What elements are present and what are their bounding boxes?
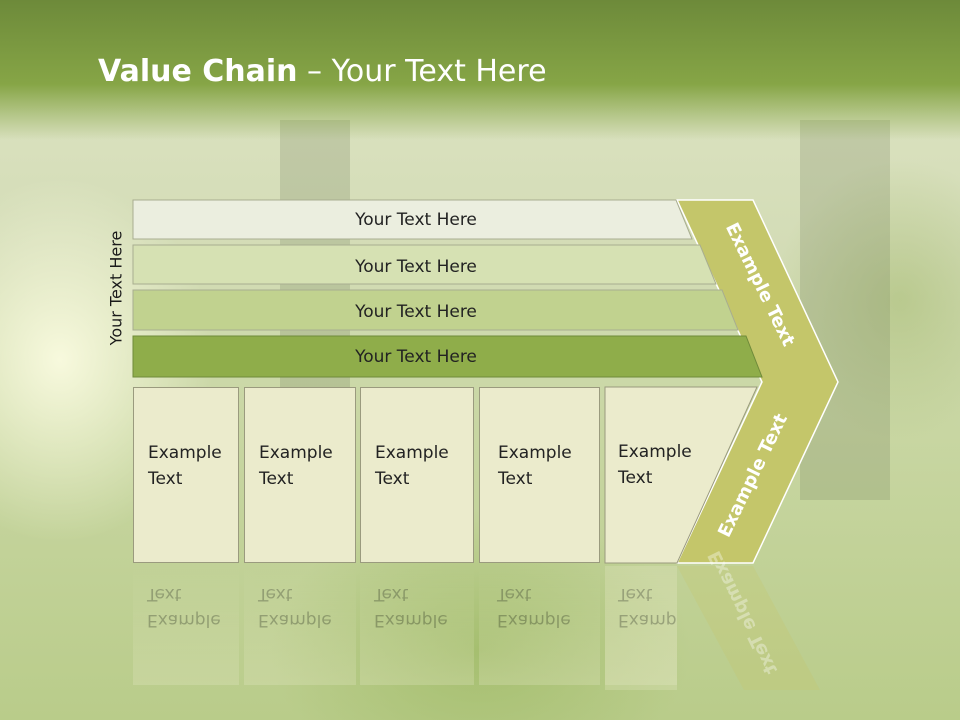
box-3-line1: Example (375, 443, 449, 463)
box-3-line2: Text (375, 469, 410, 489)
box-2-reflection-line1: Example (258, 610, 332, 630)
bar-4 (132, 335, 763, 378)
box-4-line2: Text (498, 469, 533, 489)
box-1-reflection-line2: Text (147, 584, 182, 604)
page-title: Value Chain – Your Text Here (98, 54, 547, 89)
box-2-line1: Example (259, 443, 333, 463)
box-1-line2: Text (148, 469, 183, 489)
box-2-reflection-line2: Text (258, 584, 293, 604)
bar-1-label: Your Text Here (354, 210, 477, 230)
box-2: Example Text (244, 387, 356, 563)
chevron-arrow (675, 199, 839, 564)
box-5-reflection-line2: Text (618, 584, 653, 604)
box-5-reflection-text: Example Text (605, 565, 677, 685)
bar-2 (132, 244, 717, 285)
bar-3-label: Your Text Here (354, 302, 477, 322)
box-3: Example Text (360, 387, 474, 563)
box-1-reflection-line1: Example (147, 610, 221, 630)
box-1: Example Text (133, 387, 239, 563)
box-5-line1: Example (618, 442, 692, 462)
title-bar (0, 0, 960, 140)
box-5-line2: Text (618, 468, 653, 488)
box-4-reflection: Example Text (479, 565, 600, 685)
box-4: Example Text (479, 387, 600, 563)
box-3-reflection: Example Text (360, 565, 474, 685)
box-5: Example Text (605, 387, 705, 563)
box-5-shape (604, 386, 758, 564)
box-1-line1: Example (148, 443, 222, 463)
bar-2-label: Your Text Here (354, 257, 477, 277)
box-4-reflection-line1: Example (497, 610, 571, 630)
bar-3 (132, 289, 739, 331)
title-bold: Value Chain (98, 54, 298, 89)
box-5-reflection-line1: Example (618, 610, 677, 630)
box-4-reflection-line2: Text (497, 584, 532, 604)
tree-trunk (800, 120, 890, 500)
box-2-line2: Text (259, 469, 294, 489)
box-4-line1: Example (498, 443, 572, 463)
title-rest: – Your Text Here (297, 54, 547, 89)
chevron-reflection (677, 566, 820, 690)
bar-4-label: Your Text Here (354, 347, 477, 367)
box-3-reflection-line2: Text (374, 584, 409, 604)
bar-1 (132, 199, 693, 240)
box-3-reflection-line1: Example (374, 610, 448, 630)
box-1-reflection: Example Text (133, 565, 239, 685)
box-5-reflection (605, 566, 677, 690)
box-2-reflection: Example Text (244, 565, 356, 685)
